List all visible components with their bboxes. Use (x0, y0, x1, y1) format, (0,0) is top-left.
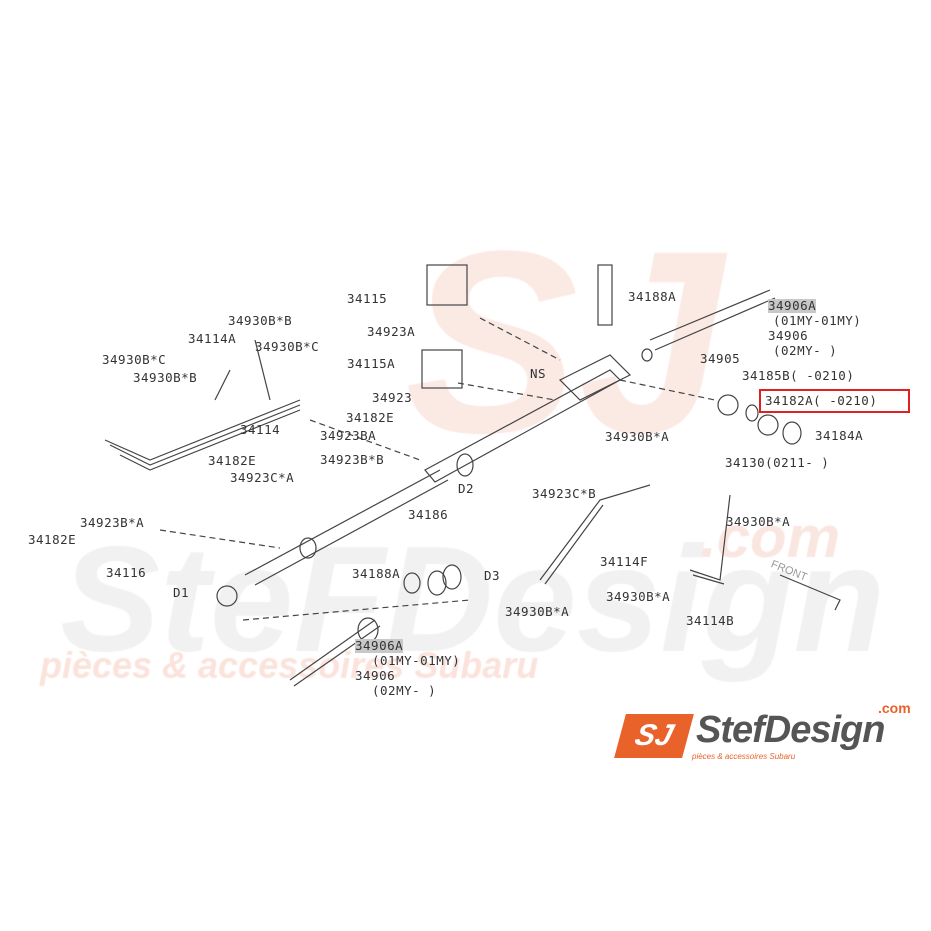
label-34906-bot: 34906 (355, 668, 396, 683)
label-34930BB-1: 34930B*B (228, 313, 293, 328)
label-34906A-bot: 34906A (355, 638, 404, 653)
label-34923BA-2: 34923B*A (80, 515, 145, 530)
label-01my-top: (01MY-01MY) (773, 313, 862, 328)
label-34923: 34923 (372, 390, 413, 405)
logo-badge: SJ (614, 714, 694, 758)
label-34930BC-1: 34930B*C (255, 339, 320, 354)
label-34930BA-4: 34930B*A (606, 589, 671, 604)
label-01my-bot: (01MY-01MY) (372, 653, 461, 668)
small-parts (216, 264, 802, 607)
label-34906A-top: 34906A (768, 298, 817, 313)
label-34130: 34130(0211- ) (725, 455, 830, 470)
label-34182A: 34182A( -0210) (765, 393, 878, 408)
label-02my-top: (02MY- ) (773, 343, 838, 358)
highlight-box (759, 389, 910, 413)
label-34115A: 34115A (347, 356, 396, 371)
label-34923CB: 34923C*B (532, 486, 597, 501)
label-NS: NS (530, 366, 547, 381)
label-D1: D1 (173, 585, 190, 600)
logo-com: .com (878, 700, 911, 716)
outer-tube-34116 (244, 469, 449, 586)
label-34114B: 34114B (686, 613, 735, 628)
pipe-34114F (539, 484, 651, 585)
label-34188A-bot: 34188A (352, 566, 401, 581)
label-34923A: 34923A (367, 324, 416, 339)
logo-name: StefDesign (696, 709, 885, 751)
pipes-left (104, 339, 301, 471)
label-D3: D3 (484, 568, 501, 583)
label-34182E-2: 34182E (208, 453, 257, 468)
label-34114F: 34114F (600, 554, 649, 569)
label-34923BA: 34923BA (320, 428, 377, 443)
label-D2: D2 (458, 481, 475, 496)
label-34930BA-3: 34930B*A (505, 604, 570, 619)
label-34186: 34186 (408, 507, 449, 522)
rack-housing (424, 264, 632, 483)
label-34930BC-2: 34930B*C (102, 352, 167, 367)
label-34930BA-2: 34930B*A (726, 514, 791, 529)
label-34115: 34115 (347, 291, 388, 306)
label-34114: 34114 (240, 422, 281, 437)
label-02my-bot: (02MY- ) (372, 683, 437, 698)
leader-dashed (159, 317, 716, 621)
tie-rod-right (649, 289, 776, 351)
label-34116: 34116 (106, 565, 147, 580)
logo-tagline: pièces & accessoires Subaru (692, 752, 796, 761)
label-34930BB-2: 34930B*B (133, 370, 198, 385)
pipe-34114B (689, 494, 731, 585)
label-34185B: 34185B( -0210) (742, 368, 855, 383)
label-34182E-1: 34182E (346, 410, 395, 425)
front-arrow (779, 574, 841, 611)
label-34923BB: 34923B*B (320, 452, 385, 467)
label-34184A: 34184A (815, 428, 864, 443)
label-34182E-3: 34182E (28, 532, 77, 547)
label-34923CA: 34923C*A (230, 470, 295, 485)
label-34905: 34905 (700, 351, 741, 366)
label-34114A: 34114A (188, 331, 237, 346)
stefdesign-logo: SJ StefDesign .com pièces & accessoires … (612, 700, 922, 764)
label-34188A-top: 34188A (628, 289, 677, 304)
label-34906-top: 34906 (768, 328, 809, 343)
label-34930BA-1: 34930B*A (605, 429, 670, 444)
